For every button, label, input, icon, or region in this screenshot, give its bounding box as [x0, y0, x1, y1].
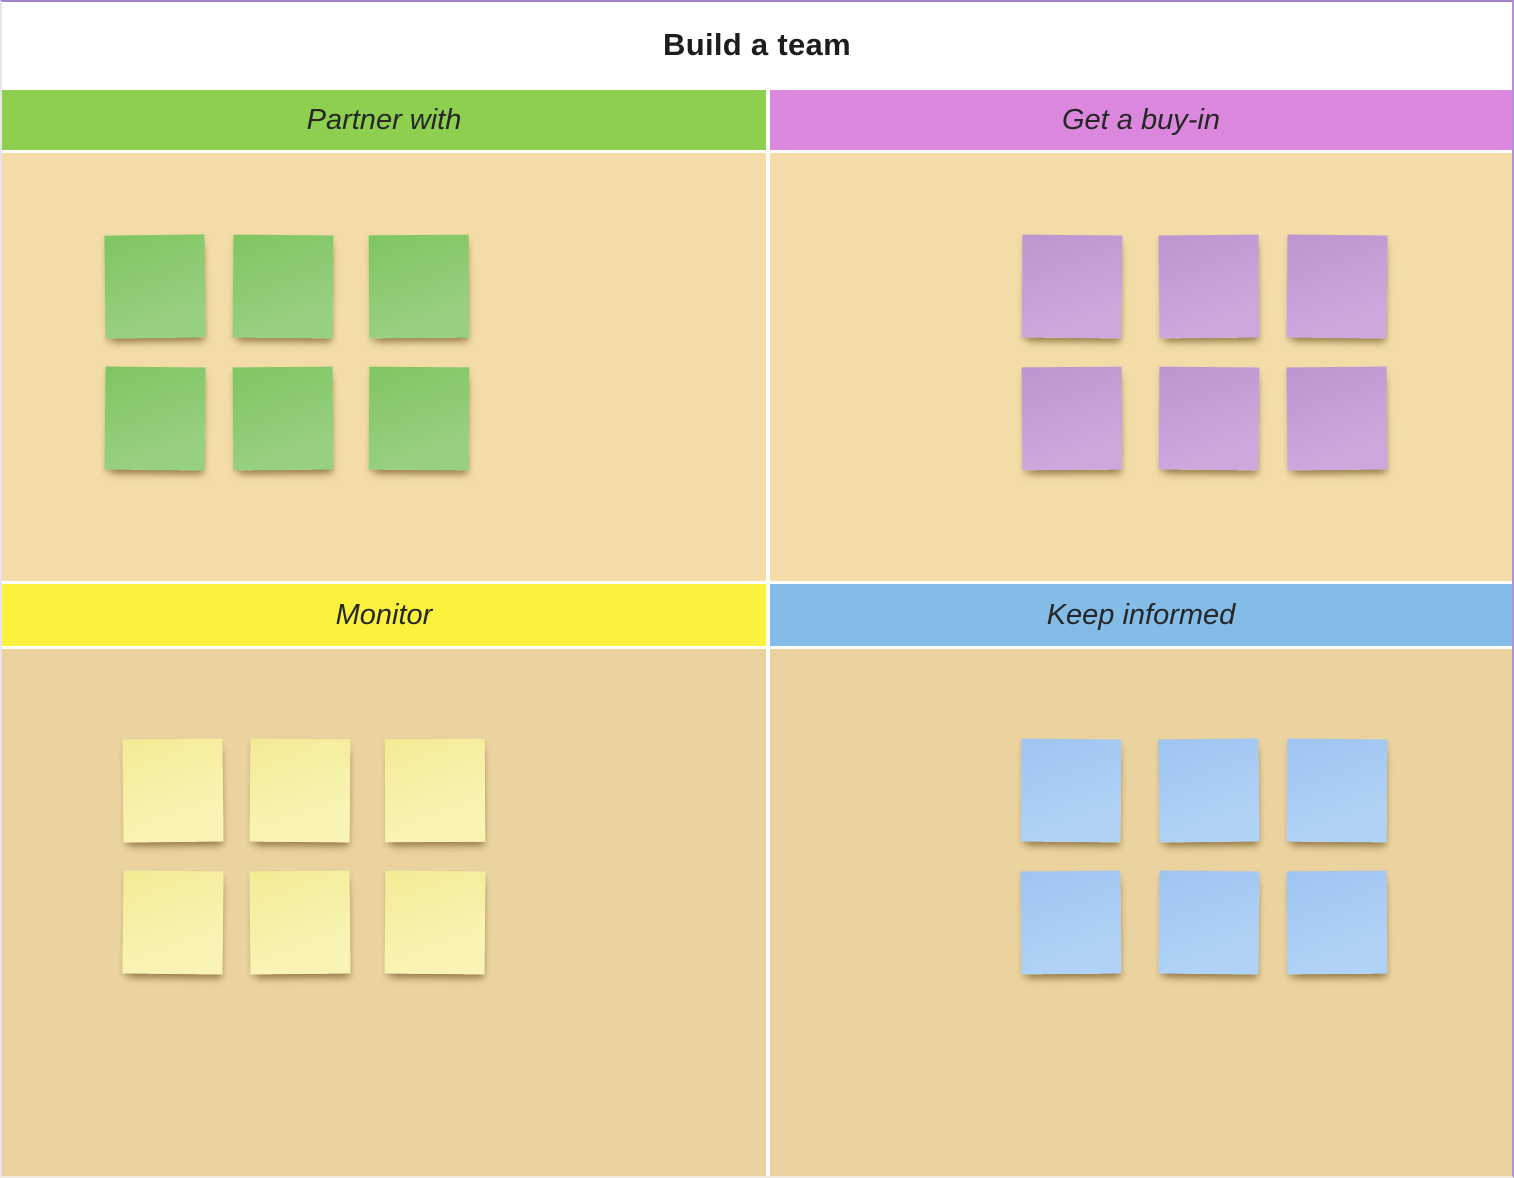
quadrant-body-monitor[interactable]	[2, 649, 766, 1176]
quadrant-header-keep-informed[interactable]: Keep informed	[770, 584, 1512, 646]
sticky-note[interactable]	[249, 870, 351, 975]
sticky-note[interactable]	[232, 366, 334, 471]
sticky-note[interactable]	[1158, 870, 1260, 975]
sticky-note[interactable]	[1158, 738, 1260, 843]
sticky-note[interactable]	[249, 738, 351, 843]
sticky-note[interactable]	[1286, 234, 1388, 339]
board-title[interactable]: Build a team	[663, 27, 851, 62]
sticky-note[interactable]	[122, 870, 224, 975]
sticky-note[interactable]	[1158, 366, 1260, 471]
sticky-note[interactable]	[1286, 870, 1388, 975]
sticky-note[interactable]	[1021, 366, 1123, 471]
sticky-note[interactable]	[104, 366, 206, 471]
quadrant-header-label: Keep informed	[1046, 598, 1236, 631]
sticky-note[interactable]	[1021, 234, 1123, 339]
sticky-note[interactable]	[1020, 738, 1122, 843]
quadrant-header-partner-with[interactable]: Partner with	[2, 90, 766, 150]
sticky-note[interactable]	[384, 738, 486, 843]
quadrant-header-label: Monitor	[335, 598, 433, 631]
sticky-note[interactable]	[384, 870, 486, 975]
quadrant-header-label: Partner with	[306, 103, 462, 136]
sticky-note[interactable]	[122, 738, 224, 843]
quadrant-header-label: Get a buy-in	[1062, 103, 1220, 136]
sticky-note[interactable]	[368, 234, 470, 339]
quadrant-body-get-a-buy-in[interactable]	[770, 153, 1512, 581]
sticky-note[interactable]	[1286, 366, 1388, 471]
quadrant-header-monitor[interactable]: Monitor	[2, 584, 766, 646]
quadrant-body-keep-informed[interactable]	[770, 649, 1512, 1176]
quadrant-body-partner-with[interactable]	[2, 153, 766, 581]
quadrant-header-get-a-buy-in[interactable]: Get a buy-in	[770, 90, 1512, 150]
title-band: Build a team	[2, 2, 1512, 88]
sticky-note[interactable]	[232, 234, 334, 339]
sticky-note[interactable]	[368, 366, 470, 471]
sticky-note[interactable]	[1020, 870, 1122, 975]
sticky-note[interactable]	[1158, 234, 1260, 339]
sticky-note[interactable]	[104, 234, 206, 339]
sticky-note[interactable]	[1286, 738, 1388, 843]
